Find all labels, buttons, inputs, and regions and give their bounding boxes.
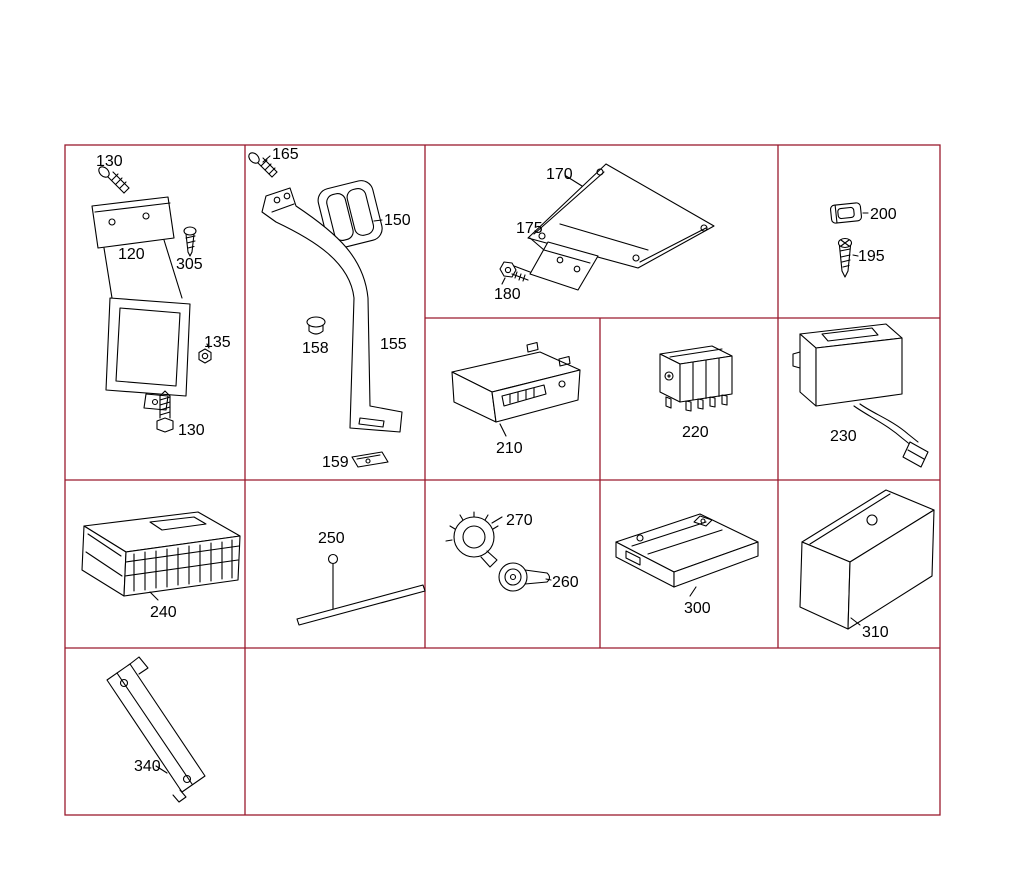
rod-250-drawing [296, 553, 426, 626]
ring-270-drawing [445, 511, 503, 568]
amplifier-340-drawing [106, 656, 206, 803]
callout-165[interactable]: 165 [272, 146, 299, 163]
callout-200[interactable]: 200 [870, 206, 897, 223]
grommet-158-drawing [306, 316, 326, 335]
callout-250[interactable]: 250 [318, 530, 345, 547]
callout-270[interactable]: 270 [506, 512, 533, 529]
clip-nut-200-drawing [829, 202, 869, 224]
screw-130-bottom-drawing [156, 390, 174, 433]
callout-159[interactable]: 159 [322, 454, 349, 471]
callout-305[interactable]: 305 [176, 256, 203, 273]
box-310-drawing [799, 489, 935, 630]
clip-159-drawing [351, 451, 389, 468]
callout-170[interactable]: 170 [546, 166, 573, 183]
plate-175-drawing [529, 237, 599, 291]
nut-135-drawing [198, 343, 212, 364]
plug-260-drawing [498, 562, 552, 592]
screw-130-top-drawing [98, 166, 130, 194]
callout-300[interactable]: 300 [684, 600, 711, 617]
bracket-120-drawing [91, 196, 191, 411]
callout-155[interactable]: 155 [380, 336, 407, 353]
callout-230[interactable]: 230 [830, 428, 857, 445]
relay-220-drawing [659, 345, 733, 412]
callout-210[interactable]: 210 [496, 440, 523, 457]
callout-310[interactable]: 310 [862, 624, 889, 641]
module-230-drawing [792, 323, 929, 468]
callout-240[interactable]: 240 [150, 604, 177, 621]
callout-150[interactable]: 150 [384, 212, 411, 229]
callout-135[interactable]: 135 [204, 334, 231, 351]
screw-165-drawing [248, 152, 278, 178]
callout-158[interactable]: 158 [302, 340, 329, 357]
callout-195[interactable]: 195 [858, 248, 885, 265]
callout-130-bottom[interactable]: 130 [178, 422, 205, 439]
callout-260[interactable]: 260 [552, 574, 579, 591]
callout-130-top[interactable]: 130 [96, 153, 123, 170]
parts-artwork [81, 152, 935, 803]
control-unit-210-drawing [451, 341, 581, 437]
callout-120[interactable]: 120 [118, 246, 145, 263]
callout-175[interactable]: 175 [516, 220, 543, 237]
grid-frame [64, 144, 941, 816]
head-unit-240-drawing [81, 511, 241, 601]
callout-220[interactable]: 220 [682, 424, 709, 441]
bracket-155-drawing [261, 187, 403, 433]
bracket-plate-170-drawing [527, 163, 715, 269]
screw-195-drawing [837, 237, 859, 278]
bolt-180-drawing [499, 261, 531, 285]
callout-180[interactable]: 180 [494, 286, 521, 303]
screw-305-drawing [183, 226, 197, 257]
callout-340[interactable]: 340 [134, 758, 161, 775]
pad-150-drawing [317, 180, 383, 249]
tray-300-drawing [615, 513, 759, 597]
